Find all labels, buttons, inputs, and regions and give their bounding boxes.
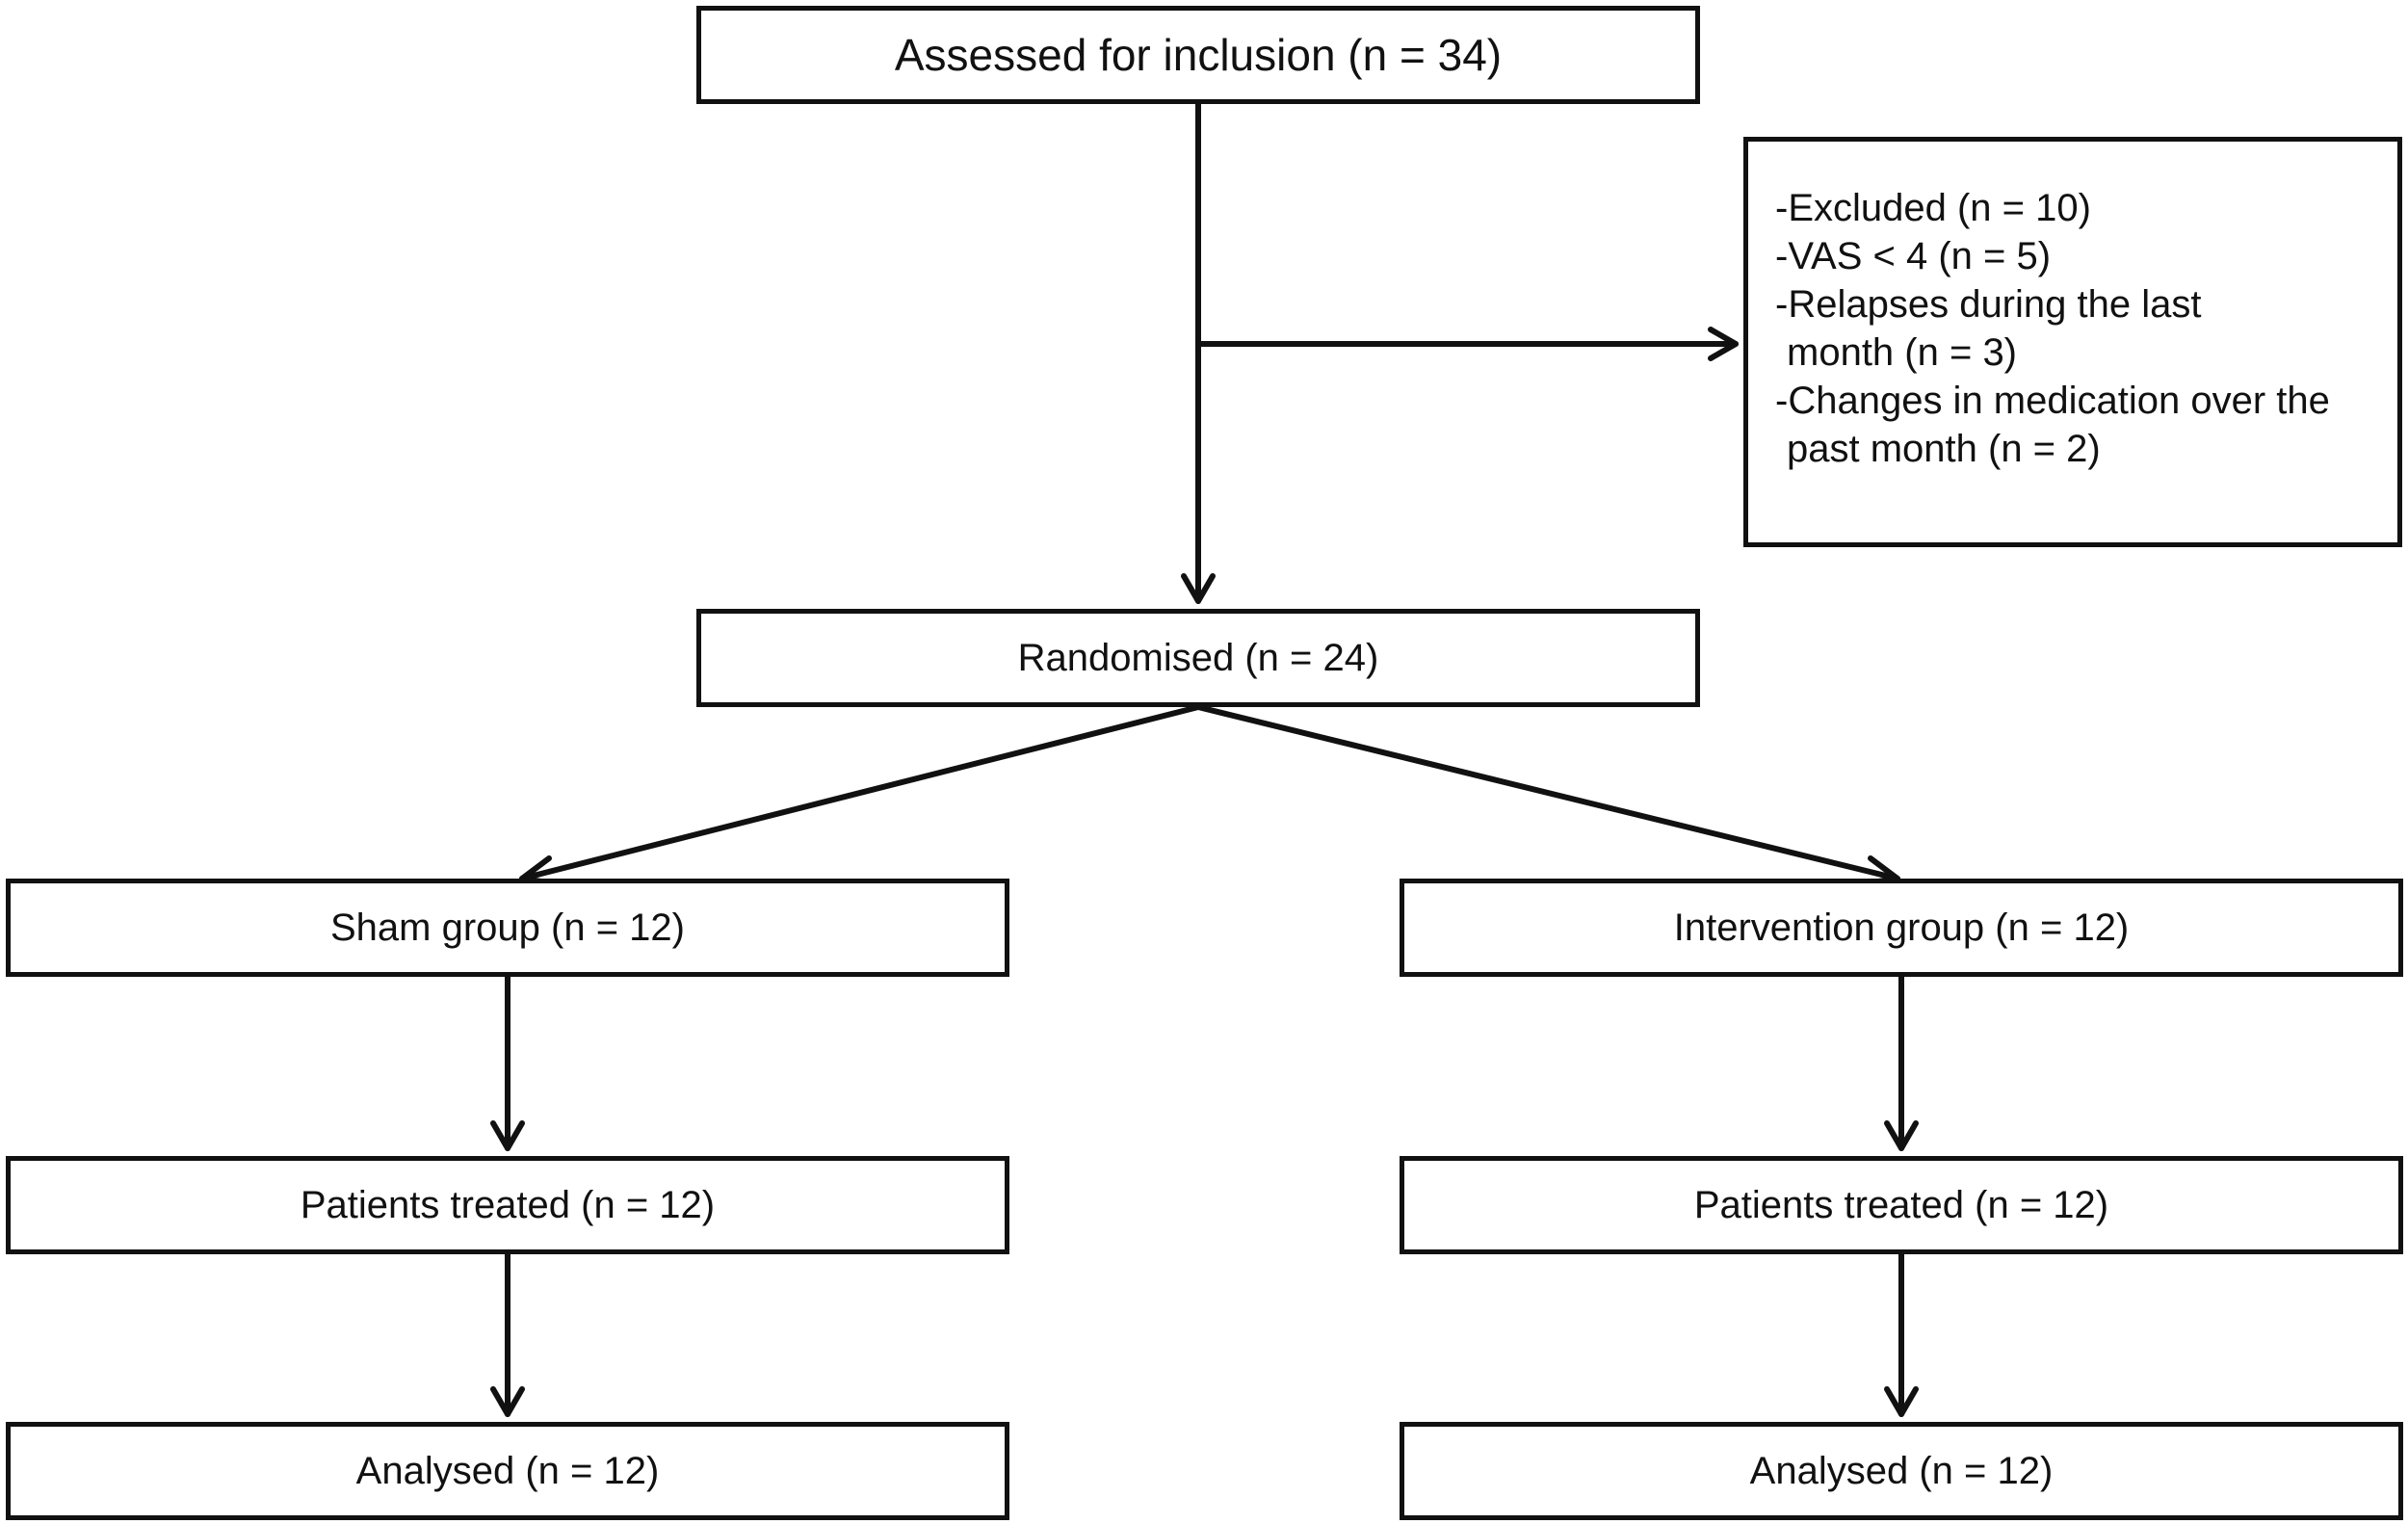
intervention-analysed-box: Analysed (n = 12) xyxy=(1400,1422,2403,1520)
excluded-vas-line: -VAS < 4 (n = 5) xyxy=(1775,235,2052,277)
excluded-medication-line-cont: past month (n = 2) xyxy=(1787,428,2101,470)
randomised-box: Randomised (n = 24) xyxy=(696,609,1700,707)
connector-randomised-to-sham xyxy=(519,704,1201,881)
sham-analysed-label: Analysed (n = 12) xyxy=(355,1449,660,1492)
arrowhead-int-analysed xyxy=(1884,1386,1919,1417)
sham-analysed-box: Analysed (n = 12) xyxy=(6,1422,1009,1520)
intervention-treated-label: Patients treated (n = 12) xyxy=(1693,1183,2109,1226)
excluded-relapses-line: -Relapses during the last xyxy=(1775,283,2202,326)
sham-treated-label: Patients treated (n = 12) xyxy=(300,1183,716,1226)
connector-randomised-to-intervention xyxy=(1195,704,1900,881)
assessed-label: Assessed for inclusion (n = 34) xyxy=(894,30,1503,80)
excluded-medication-line: -Changes in medication over the xyxy=(1775,380,2330,422)
randomised-label: Randomised (n = 24) xyxy=(1017,636,1379,679)
intervention-group-label: Intervention group (n = 12) xyxy=(1673,906,2130,949)
sham-group-box: Sham group (n = 12) xyxy=(6,879,1009,977)
arrowhead-sham-analysed xyxy=(490,1386,525,1417)
arrowhead-excluded xyxy=(1708,327,1739,361)
excluded-total-line: -Excluded (n = 10) xyxy=(1775,187,2091,229)
excluded-relapses-line-cont: month (n = 3) xyxy=(1787,331,2018,374)
excluded-box: -Excluded (n = 10) -VAS < 4 (n = 5) -Rel… xyxy=(1743,137,2402,547)
sham-treated-box: Patients treated (n = 12) xyxy=(6,1156,1009,1254)
intervention-group-box: Intervention group (n = 12) xyxy=(1400,879,2403,977)
arrowhead-sham-treated xyxy=(490,1120,525,1151)
arrowhead-randomised xyxy=(1181,573,1216,604)
intervention-analysed-label: Analysed (n = 12) xyxy=(1749,1449,2054,1492)
sham-group-label: Sham group (n = 12) xyxy=(330,906,685,949)
assessed-box: Assessed for inclusion (n = 34) xyxy=(696,6,1700,104)
arrowhead-int-treated xyxy=(1884,1120,1919,1151)
intervention-treated-box: Patients treated (n = 12) xyxy=(1400,1156,2403,1254)
